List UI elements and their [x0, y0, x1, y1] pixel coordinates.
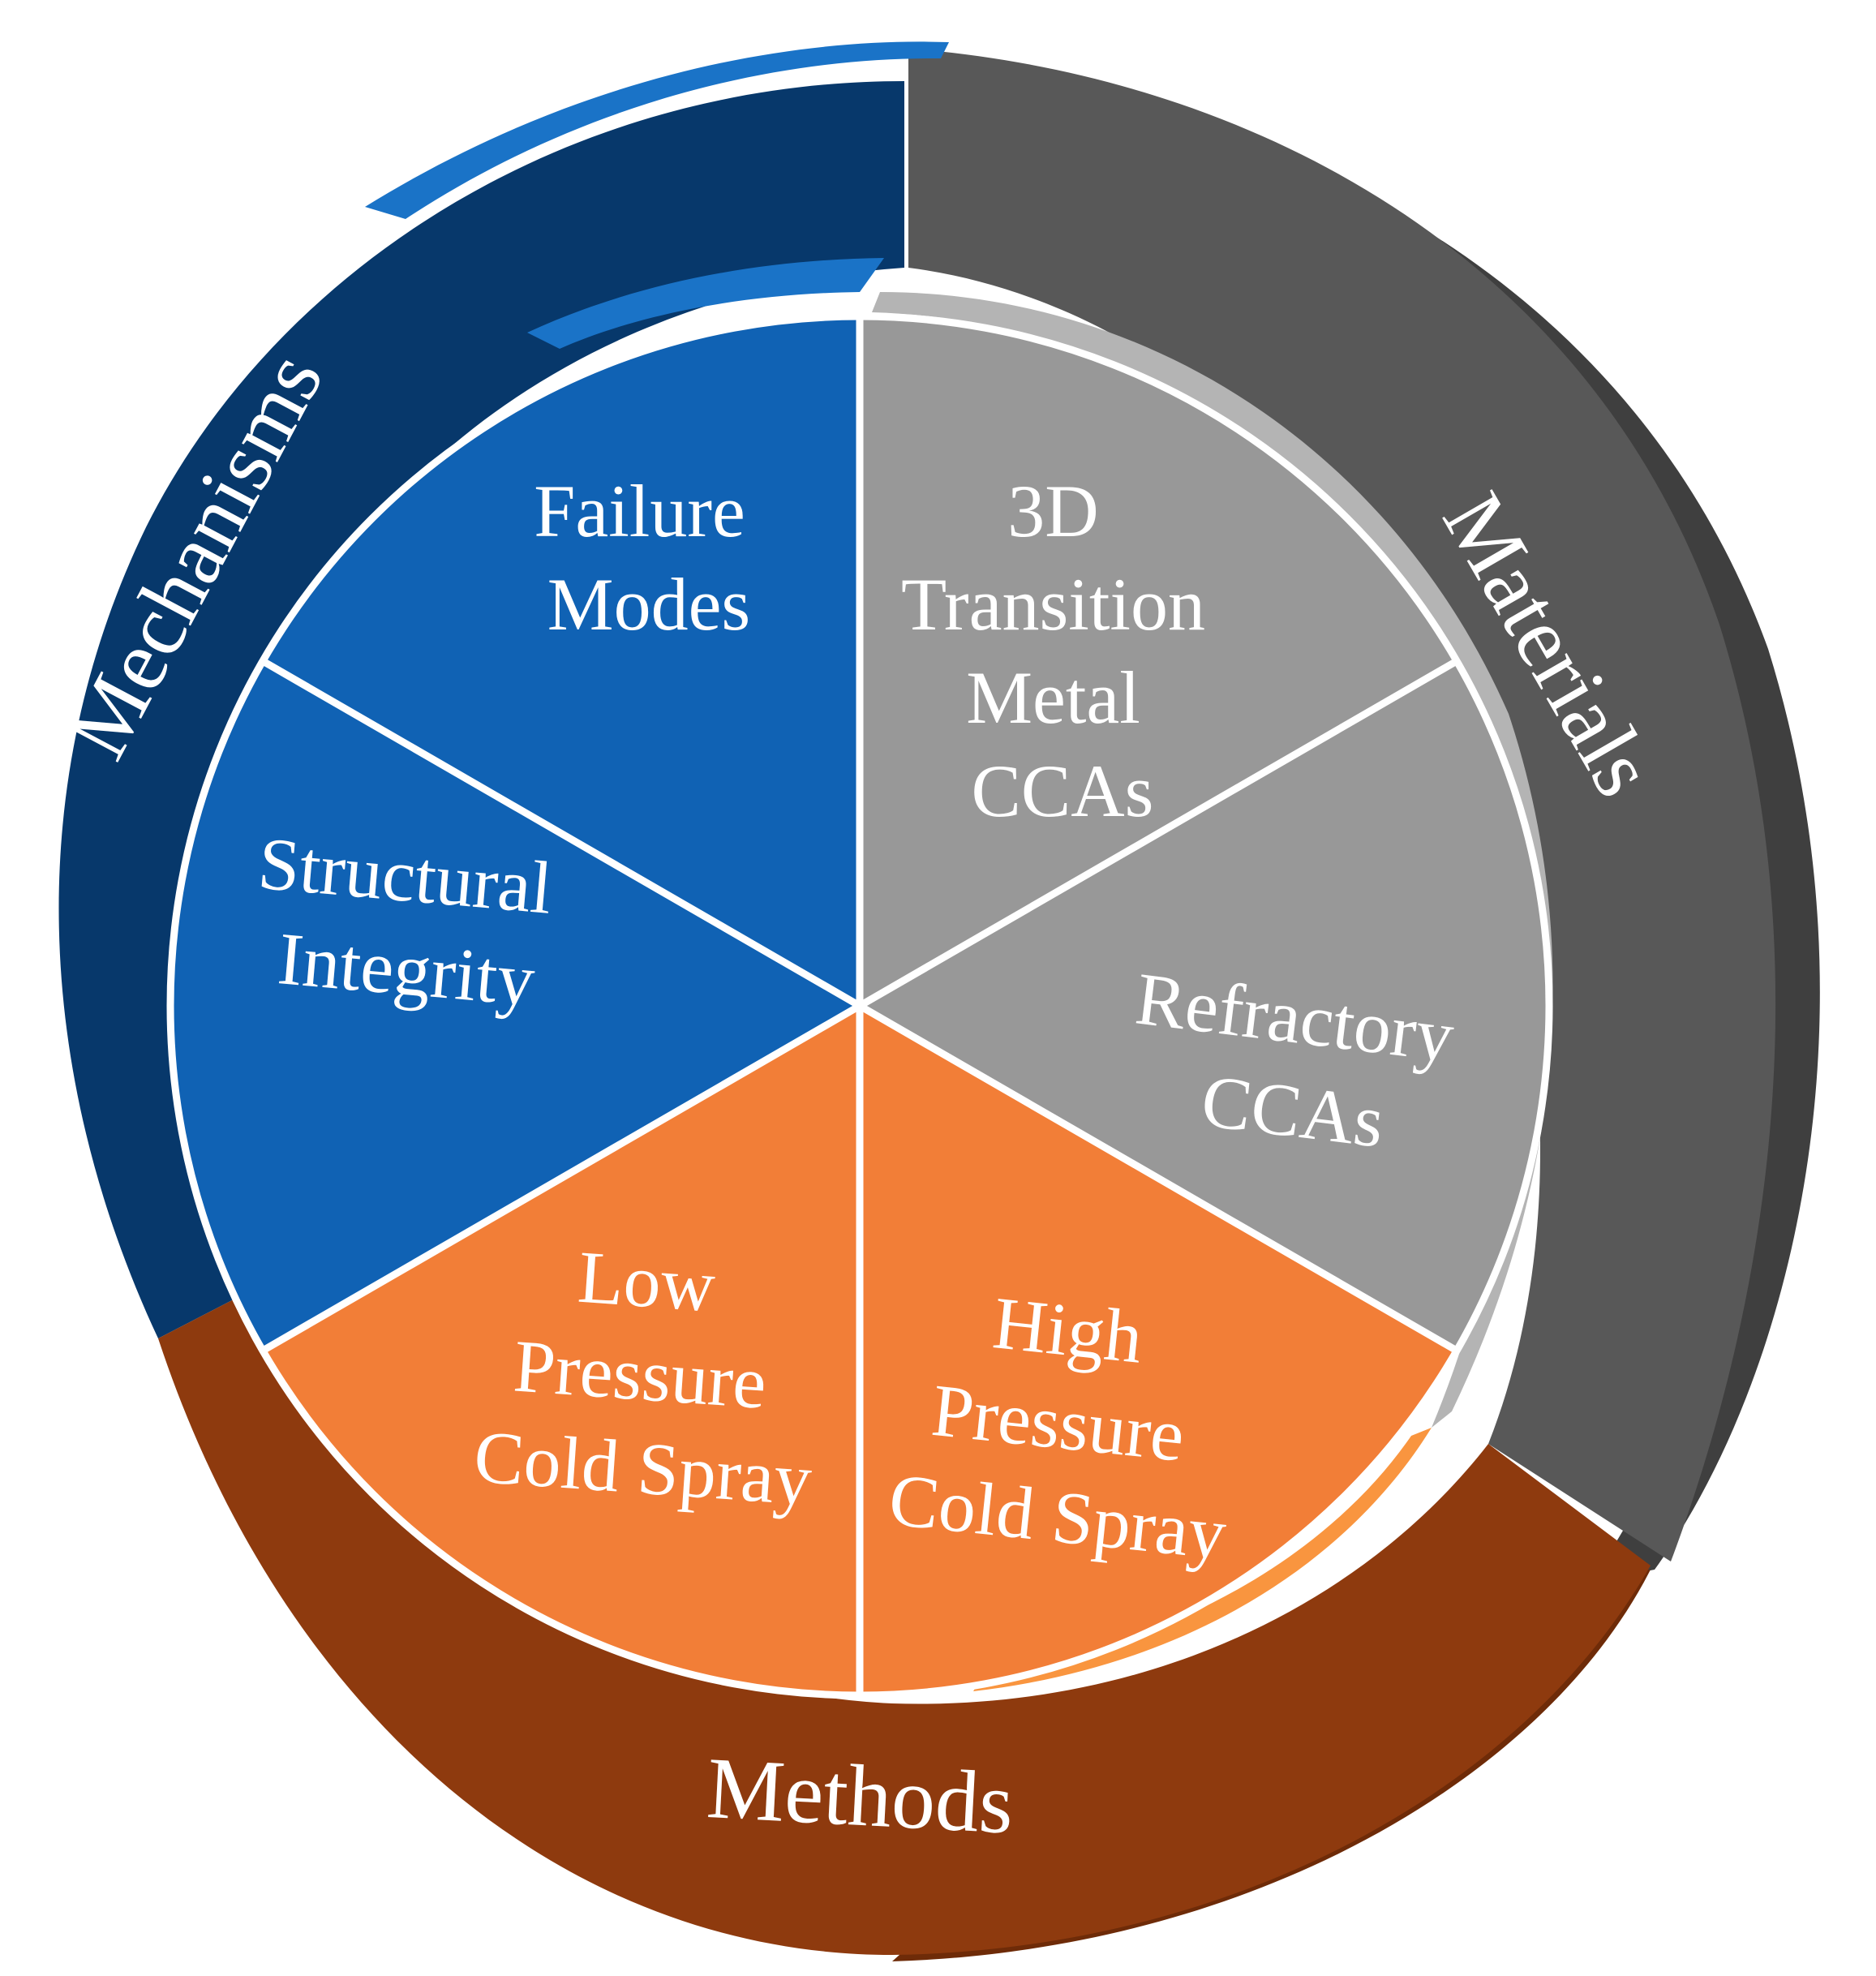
label-methods: Methods — [705, 1740, 1016, 1853]
mechanisms-outer-ring — [58, 41, 949, 1338]
segment-failure-modes — [263, 316, 860, 1006]
inner-disc-rim-right — [872, 292, 1553, 1428]
segment-refractory-ccas — [860, 661, 1549, 1351]
segment-3d-transition-metal-ccas — [860, 316, 1457, 1006]
inner-disc — [166, 312, 1553, 1699]
segment-structural-integrity — [170, 661, 860, 1351]
methods-outer-ring-face — [158, 1274, 1651, 1955]
mechanisms-outer-ring-rim — [365, 41, 949, 219]
methods-outer-ring-rim — [892, 1570, 1651, 1961]
mechanisms-outer-ring-face — [58, 81, 905, 1338]
methods-outer-ring — [158, 1274, 1651, 1961]
label-failure-modes: Failure Modes — [534, 470, 764, 646]
segment-dividers — [166, 312, 1553, 1699]
label-3d-transition-metal-ccas: 3D Transition Metal CCAs — [901, 470, 1224, 832]
segment-high-pressure-cold-spray — [860, 1006, 1457, 1695]
materials-outer-ring-face — [908, 49, 1776, 1561]
segment-low-pressure-cold-spray — [263, 1006, 860, 1695]
materials-outer-ring — [908, 49, 1820, 1582]
inner-disc-rim-top — [527, 258, 884, 349]
